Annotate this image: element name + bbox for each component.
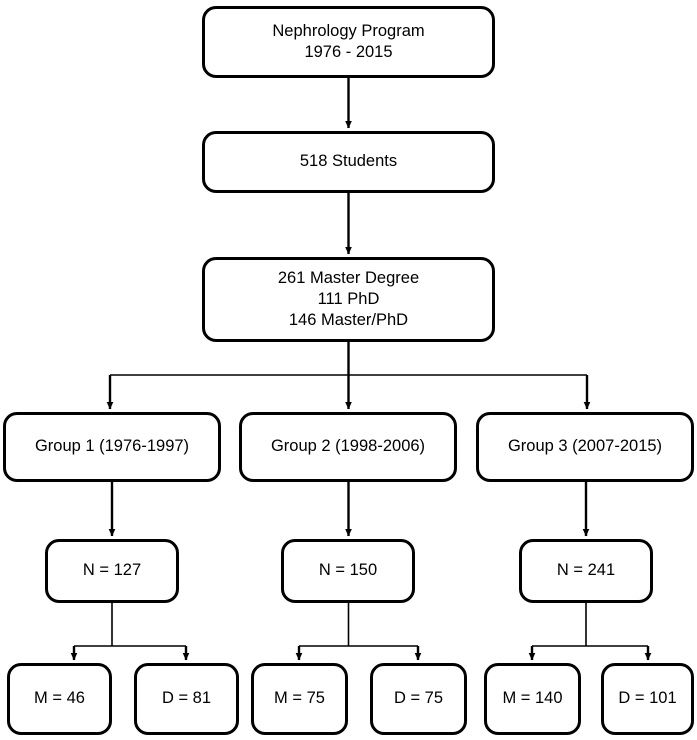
node-group-2: Group 2 (1998-2006) [239,412,457,482]
node-group-3-n-label: N = 241 [556,561,616,580]
node-nephrology-program-line2: 1976 - 2015 [304,43,393,61]
node-group-1: Group 1 (1976-1997) [3,412,221,482]
node-total-students-label: 518 Students [299,152,398,171]
node-group-2-n: N = 150 [281,539,415,603]
node-degree-breakdown: 261 Master Degree 111 PhD 146 Master/PhD [202,257,495,342]
node-group-3-master: M = 140 [484,663,581,735]
node-nephrology-program: Nephrology Program 1976 - 2015 [202,6,495,78]
node-group-2-n-label: N = 150 [318,561,378,580]
node-total-students: 518 Students [202,131,495,193]
node-degree-master-count: 261 Master Degree [277,268,420,287]
node-group-2-master-label: M = 75 [274,689,325,708]
node-group-1-master: M = 46 [7,663,112,735]
node-group-1-doctorate: D = 81 [134,663,239,735]
node-group-1-n: N = 127 [45,539,179,603]
node-group-3: Group 3 (2007-2015) [476,412,694,482]
node-group-3-doctorate: D = 101 [601,663,694,735]
node-group-3-master-label: M = 140 [502,689,563,708]
node-group-1-master-label: M = 46 [34,689,85,708]
node-degree-masterphd-count: 146 Master/PhD [288,311,409,330]
node-group-1-label: Group 1 (1976-1997) [34,437,190,456]
node-group-1-doctorate-label: D = 81 [161,689,212,708]
node-degree-phd-count: 111 PhD [317,289,380,308]
node-group-2-doctorate-label: D = 75 [393,689,444,708]
node-group-3-n: N = 241 [519,539,653,603]
node-group-2-label: Group 2 (1998-2006) [270,437,426,456]
node-group-1-n-label: N = 127 [82,561,142,580]
node-group-2-master: M = 75 [251,663,348,735]
node-group-3-doctorate-label: D = 101 [618,689,677,708]
node-group-3-label: Group 3 (2007-2015) [507,437,663,456]
node-group-2-doctorate: D = 75 [370,663,467,735]
node-nephrology-program-line1: Nephrology Program [272,21,425,40]
